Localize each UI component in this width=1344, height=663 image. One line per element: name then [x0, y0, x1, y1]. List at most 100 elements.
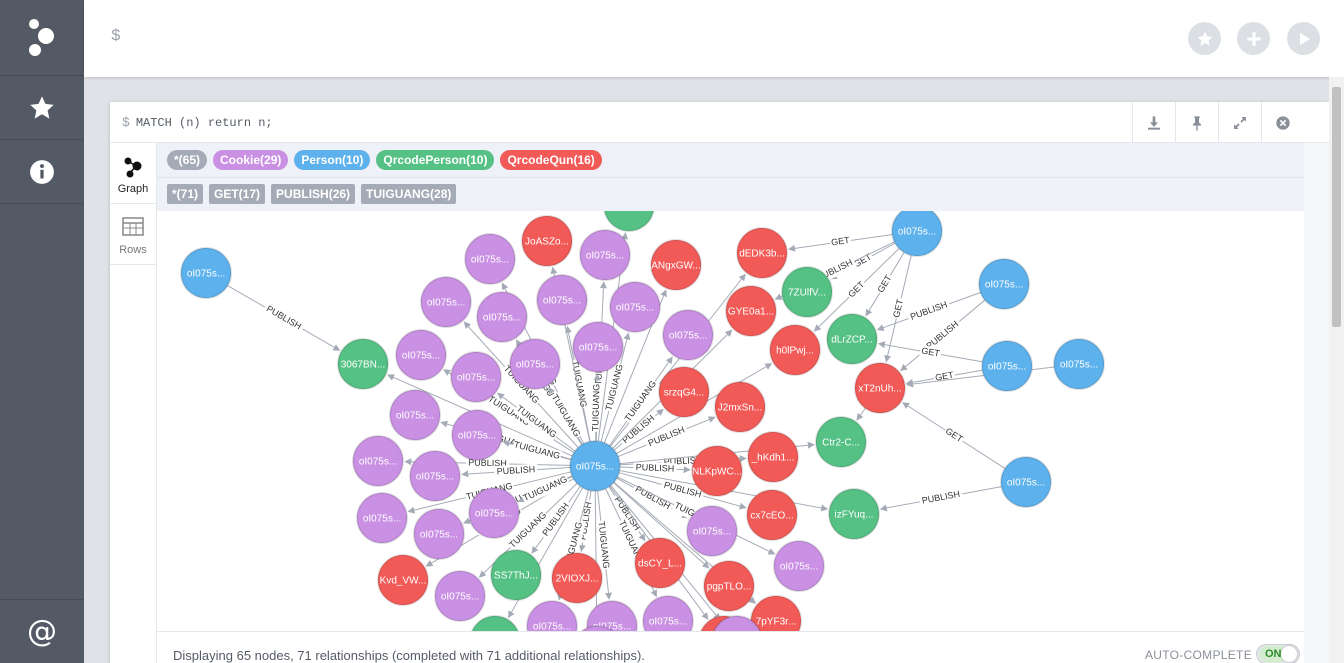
- frame-scrollbar[interactable]: [1304, 143, 1329, 663]
- run-button[interactable]: [1287, 22, 1320, 55]
- relationship-tuiguang[interactable]: TUIGUANG: [589, 373, 604, 442]
- node-cookie[interactable]: oI075s...: [686, 505, 738, 557]
- favorite-star-button[interactable]: [1188, 22, 1221, 55]
- node-qrcodeperson[interactable]: SS7ThJ...: [490, 549, 542, 601]
- node-cookie[interactable]: oI075s...: [389, 389, 441, 441]
- relationship-edge[interactable]: [593, 490, 601, 625]
- node-qrcodequn[interactable]: 7pYF3r...: [750, 595, 802, 631]
- relationship-edge[interactable]: [613, 482, 710, 569]
- pin-button[interactable]: [1175, 102, 1218, 143]
- relationship-publish[interactable]: PUBLISH: [227, 285, 341, 351]
- node-cookie[interactable]: oI075s...: [451, 409, 503, 461]
- rel-type-publish[interactable]: PUBLISH(26): [271, 184, 356, 204]
- node-qrcodeperson[interactable]: [603, 211, 655, 232]
- relationship-get[interactable]: GET: [884, 255, 912, 363]
- node-cookie[interactable]: oI075s...: [413, 508, 465, 560]
- node-qrcodeperson[interactable]: [470, 615, 520, 631]
- node-cookie[interactable]: oI075s...: [356, 492, 408, 544]
- node-cookie[interactable]: oI075s...: [579, 229, 631, 281]
- node-person[interactable]: oI075s...: [180, 247, 232, 299]
- node-qrcodeperson[interactable]: izFYuq...: [828, 488, 880, 540]
- node-person[interactable]: oI075s...: [569, 440, 621, 492]
- relationship-get[interactable]: GET: [902, 402, 1006, 469]
- node-qrcodeperson[interactable]: dLrZCP...: [826, 313, 878, 365]
- relationship-publish[interactable]: PUBLISH: [461, 463, 571, 479]
- neo4j-logo-icon[interactable]: [0, 0, 84, 76]
- node-qrcodequn[interactable]: dEDK3b...: [736, 227, 788, 279]
- node-label-person[interactable]: Person(10): [294, 150, 371, 170]
- rel-type-all[interactable]: *(71): [167, 184, 204, 204]
- node-qrcodequn[interactable]: _hKdh1...: [747, 431, 799, 483]
- node-cookie[interactable]: oI075s...: [662, 309, 714, 361]
- rel-type-get[interactable]: GET(17): [209, 184, 266, 204]
- node-cookie[interactable]: oI075s...: [352, 435, 404, 487]
- node-cookie[interactable]: oI075s...: [464, 233, 516, 285]
- node-cookie[interactable]: oI075s...: [642, 595, 694, 631]
- editor-prompt[interactable]: $: [111, 27, 121, 45]
- node-qrcodequn[interactable]: ANgxGW...: [650, 239, 702, 291]
- node-person[interactable]: oI075s...: [981, 340, 1033, 392]
- fullscreen-button[interactable]: [1218, 102, 1261, 143]
- node-qrcodequn[interactable]: NLKpWC...: [691, 445, 743, 497]
- node-person[interactable]: oI075s...: [1000, 456, 1052, 508]
- page-scrollbar[interactable]: [1329, 77, 1344, 663]
- relationship-publish[interactable]: PUBLISH: [879, 486, 1002, 512]
- node-label-cookie[interactable]: Cookie(29): [213, 150, 289, 170]
- node-qrcodequn[interactable]: GYE0a1...: [725, 285, 777, 337]
- node-cookie[interactable]: oI075s...: [509, 338, 561, 390]
- node-cookie[interactable]: oI075s...: [572, 321, 624, 373]
- node-cookie[interactable]: oI075s...: [420, 276, 472, 328]
- node-label-qrcodeperson[interactable]: QrcodePerson(10): [376, 150, 495, 170]
- page-scrollbar-thumb[interactable]: [1332, 87, 1341, 327]
- node-qrcodequn[interactable]: pgpTLO...: [703, 560, 755, 612]
- node-cookie[interactable]: oI075s...: [586, 600, 638, 631]
- download-button[interactable]: [1132, 102, 1175, 143]
- node-cookie[interactable]: oI075s...: [536, 274, 588, 326]
- node-person[interactable]: oI075s...: [978, 258, 1030, 310]
- node-cookie[interactable]: oI075s...: [409, 450, 461, 502]
- node-qrcodequn[interactable]: 2VIOXJ...: [551, 552, 603, 604]
- node-qrcodequn[interactable]: JoASZo...: [521, 215, 573, 267]
- relationship-get[interactable]: GET: [877, 341, 983, 363]
- autocomplete-toggle[interactable]: ON: [1256, 644, 1300, 663]
- tab-rows[interactable]: Rows: [110, 204, 156, 265]
- node-person[interactable]: oI075s...: [1053, 338, 1105, 390]
- node-qrcodeperson[interactable]: 3067BN...: [337, 338, 389, 390]
- node-qrcodequn[interactable]: cx7cEO...: [746, 489, 798, 541]
- node-qrcodequn[interactable]: Kvd_VW...: [377, 554, 429, 606]
- node-cookie[interactable]: oI075s...: [609, 281, 661, 333]
- node-qrcodeperson[interactable]: Ctr2-C...: [815, 416, 867, 468]
- info-icon[interactable]: [0, 140, 84, 204]
- node-cookie[interactable]: oI075s...: [468, 487, 520, 539]
- node-cookie[interactable]: oI075s...: [526, 600, 578, 631]
- relationship-tuiguang[interactable]: TUIGUANG: [594, 490, 612, 600]
- frame-query[interactable]: $MATCH (n) return n;: [122, 115, 273, 130]
- node-qrcodequn[interactable]: J2mxSn...: [714, 381, 766, 433]
- node-label-all[interactable]: *(65): [167, 150, 208, 170]
- node-cookie[interactable]: oI075s...: [395, 329, 447, 381]
- node-cookie[interactable]: oI075s...: [434, 570, 486, 622]
- relationship-publish[interactable]: PUBLISH: [619, 461, 691, 476]
- node-label-qrcodequn[interactable]: QrcodeQun(16): [500, 150, 602, 170]
- relationship-edge[interactable]: [856, 407, 866, 421]
- tab-graph[interactable]: Graph: [110, 143, 156, 204]
- favorites-star-icon[interactable]: [0, 76, 84, 140]
- node-qrcodeperson[interactable]: 7ZUlfV...: [781, 266, 833, 318]
- node-cookie[interactable]: [572, 625, 622, 631]
- relationship-get[interactable]: GET: [788, 234, 893, 252]
- node-cookie[interactable]: [712, 615, 762, 631]
- node-qrcodequn[interactable]: h0lPwj...: [769, 324, 821, 376]
- rel-type-tuiguang[interactable]: TUIGUANG(28): [361, 184, 457, 204]
- node-qrcodequn[interactable]: srzqG4...: [658, 366, 710, 418]
- node-qrcodequn[interactable]: xT2nUh...: [854, 362, 906, 414]
- node-person[interactable]: oI075s...: [891, 211, 943, 257]
- at-sign-icon[interactable]: @: [0, 599, 84, 663]
- close-frame-button[interactable]: [1261, 102, 1304, 143]
- node-qrcodequn[interactable]: dsCY_L...: [634, 537, 686, 589]
- node-cookie[interactable]: oI075s...: [773, 540, 825, 592]
- add-button[interactable]: [1237, 22, 1270, 55]
- node-cookie[interactable]: oI075s...: [476, 291, 528, 343]
- node-cookie[interactable]: oI075s...: [450, 351, 502, 403]
